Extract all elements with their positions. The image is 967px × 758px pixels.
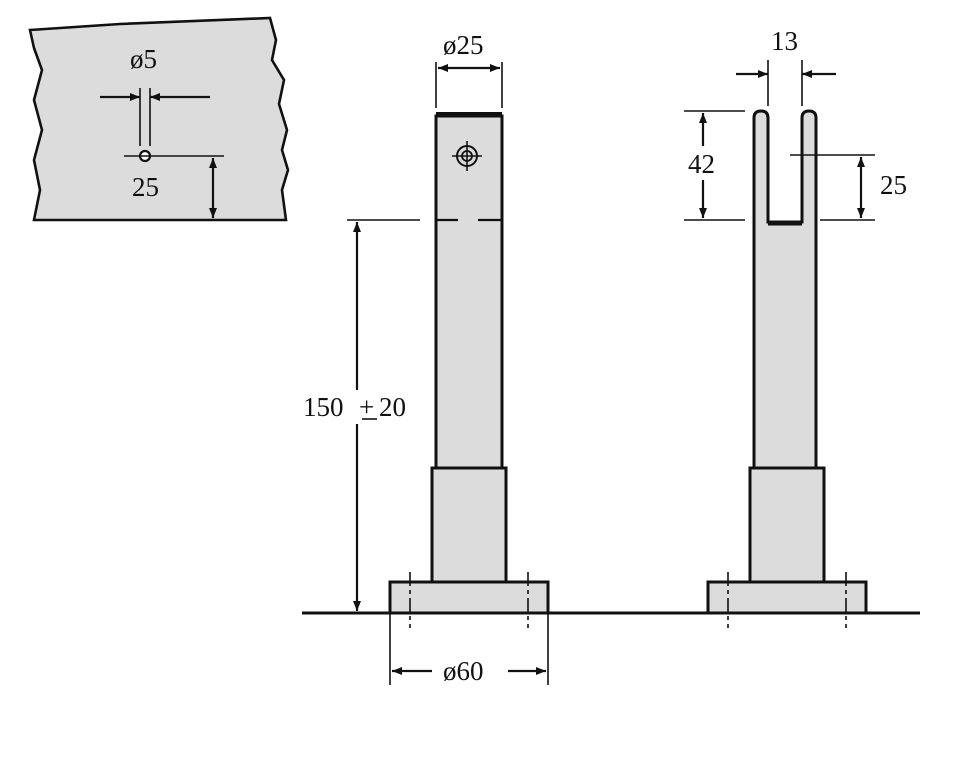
side-upper-tube — [752, 109, 818, 470]
tolerance-symbol: + — [359, 392, 374, 422]
slot-width-label: 13 — [771, 26, 798, 56]
slot-depth-label-bg — [686, 146, 720, 180]
post-upper-tube — [434, 114, 504, 470]
post-lower-sleeve — [430, 466, 508, 584]
height-label-bg — [300, 390, 414, 424]
height-label: 150 — [303, 392, 344, 422]
hole-offset-label: 25 — [132, 172, 159, 202]
slot-depth-label: 42 — [688, 149, 715, 179]
side-base-flange — [706, 580, 868, 615]
post-base-flange — [388, 580, 550, 615]
tolerance-value: 20 — [379, 392, 406, 422]
front-view: ø25 150 + 20 ø60 — [300, 30, 550, 686]
side-lower-sleeve — [748, 466, 826, 584]
side-view: 13 42 25 — [684, 26, 907, 628]
detail-view: ø5 25 — [28, 16, 290, 222]
detail-surface-panel — [28, 16, 290, 222]
hole-diameter-label: ø5 — [130, 44, 157, 74]
crosshair-hole-icon — [452, 141, 482, 171]
base-diameter-label: ø60 — [443, 656, 484, 686]
hole-height-label: 25 — [880, 170, 907, 200]
top-diameter-label: ø25 — [443, 30, 484, 60]
